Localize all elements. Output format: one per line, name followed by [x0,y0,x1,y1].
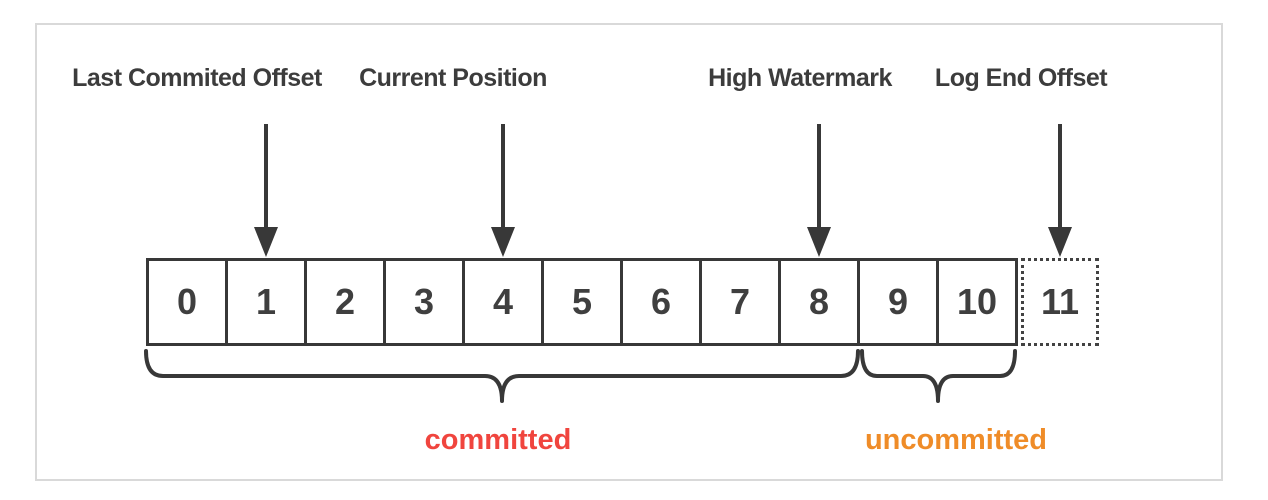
offset-cell-7: 7 [699,258,781,346]
region-label-uncommitted: uncommitted [864,424,1048,456]
pointer-label-log-end-offset: Log End Offset [934,64,1108,92]
offset-cell-8: 8 [778,258,860,346]
offset-cell-2: 2 [304,258,386,346]
offset-cell-1: 1 [225,258,307,346]
offset-cell-0: 0 [146,258,228,346]
pointer-label-last-committed-offset: Last Commited Offset [72,64,322,92]
pointer-label-current-position: Current Position [359,64,547,92]
offset-cell-4: 4 [462,258,544,346]
offset-cell-3: 3 [383,258,465,346]
offset-cell-9: 9 [857,258,939,346]
pointer-label-high-watermark: High Watermark [708,64,892,92]
offset-cell-10: 10 [936,258,1018,346]
region-label-committed: committed [424,424,572,456]
offset-cell-6: 6 [620,258,702,346]
offset-cell-11-dotted: 11 [1021,258,1099,346]
offset-cell-5: 5 [541,258,623,346]
diagram-frame [35,23,1223,481]
offset-cells-row: 0 1 2 3 4 5 6 7 8 9 10 [146,258,1018,346]
